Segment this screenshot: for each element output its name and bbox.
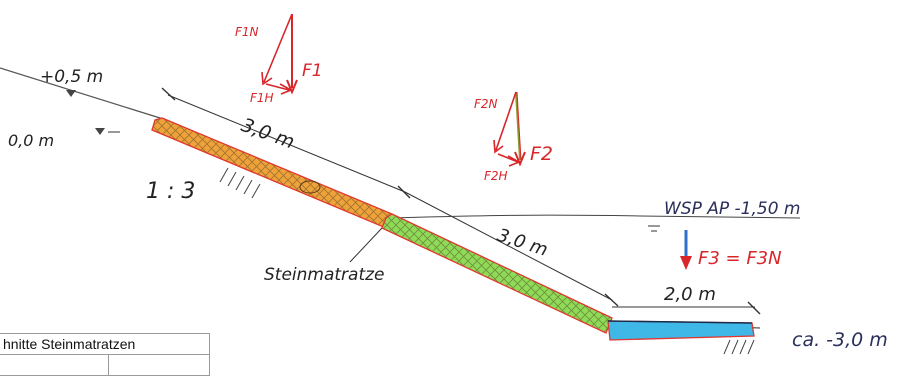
material-leader-line [349,227,383,263]
force-f3 [680,230,692,270]
dimension-tick-1 [161,87,176,101]
table-header: hnitte Steinmatratzen [0,333,210,355]
material-label: Steinmatratze [264,265,385,285]
bottom-elevation-label: ca. -3,0 m [792,329,888,351]
ground-hatch-1 [219,167,261,199]
water-surface-line [389,214,801,219]
force-f1h-label: F1H [250,91,274,105]
slope-ratio-label: 1 : 3 [146,179,195,204]
force-f2 [493,91,526,167]
force-f2n-label: F2N [474,97,498,111]
force-f1-label: F1 [302,61,323,81]
dimension-line-top [167,94,613,301]
ground-line [0,67,761,329]
elevation-plus-label: +0,5 m [40,67,103,87]
mattress-segment-3 [607,320,755,341]
elevation-marker-zero [95,128,105,135]
elevation-marker-plus [66,90,76,97]
mattress-segment-2 [381,213,613,334]
force-f1n-label: F1N [235,25,259,39]
force-f1 [261,13,298,95]
force-f2-label: F2 [530,143,553,165]
mattress-table: hnitte Steinmatratzen [0,333,210,376]
length-label-1: 3,0 m [238,114,297,153]
dimension-tick-2 [397,185,411,199]
slope-sketch: +0,5 m 0,0 m 1 : 3 3,0 m 3,0 m 2,0 m Ste… [0,13,888,355]
ground-hatch-2 [723,339,755,355]
elevation-zero-label: 0,0 m [8,131,54,150]
water-level-label: WSP AP -1,50 m [664,199,801,219]
table-cell [108,354,210,376]
water-level-marker [648,225,660,232]
force-f2h-label: F2H [484,169,508,183]
table-cell [0,354,109,376]
length-label-2: 3,0 m [494,225,550,261]
length-label-3: 2,0 m [664,284,716,305]
dimension-tick-4 [747,301,761,315]
dimension-tick-3 [604,293,619,307]
force-f3-label: F3 = F3N [698,248,782,269]
